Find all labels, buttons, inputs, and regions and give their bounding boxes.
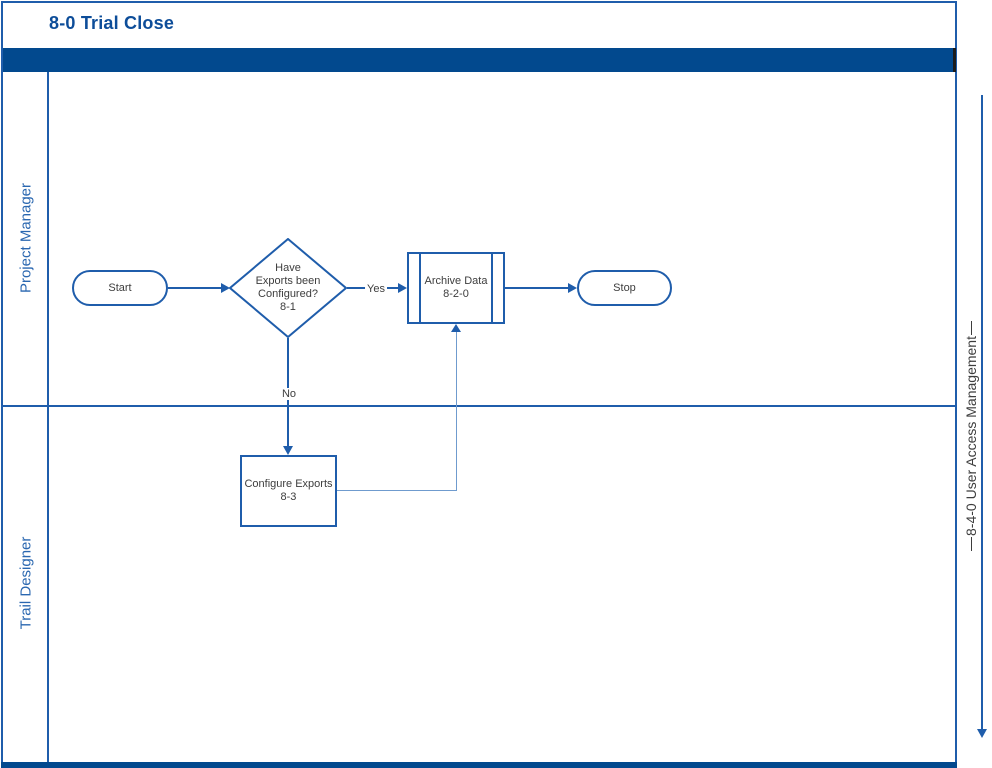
swimlane-divider [3, 405, 956, 407]
start-node: Start [72, 270, 168, 306]
page-title: 8-0 Trial Close [49, 13, 175, 33]
stop-node: Stop [577, 270, 672, 306]
annotation-label: 8-4-0 User Access Management [963, 320, 979, 552]
configure-node-label: Configure Exports 8-3 [244, 478, 333, 503]
arrowhead-icon [977, 729, 987, 738]
stop-node-label: Stop [613, 281, 636, 294]
lane-label-project-manager: Project Manager [17, 182, 35, 294]
diagram-frame [1, 1, 957, 765]
arrowhead-icon [283, 446, 293, 455]
subprocess-right-bar [491, 254, 493, 322]
edge-label-no: No [279, 388, 299, 400]
lane-label-column-divider [47, 72, 49, 762]
connector-start-to-decision [168, 287, 221, 289]
footer-bar [1, 762, 957, 768]
arrowhead-icon [398, 283, 407, 293]
archive-data-subprocess-node: Archive Data 8-2-0 [407, 252, 505, 324]
header-bar [3, 48, 956, 72]
connector-configure-to-archive-vertical [456, 332, 457, 491]
decision-node-label: Have Exports been Configured? 8-1 [255, 262, 321, 313]
annotation-arrow-line [981, 95, 983, 729]
configure-exports-node: Configure Exports 8-3 [240, 455, 337, 527]
connector-archive-to-stop [505, 287, 568, 289]
edge-label-yes: Yes [365, 283, 387, 295]
arrowhead-icon [451, 324, 461, 332]
subprocess-left-bar [419, 254, 421, 322]
decision-node-label-wrap: Have Exports been Configured? 8-1 [229, 238, 347, 338]
arrowhead-icon [568, 283, 577, 293]
arrowhead-icon [221, 283, 230, 293]
archive-node-label: Archive Data 8-2-0 [424, 275, 488, 300]
connector-configure-to-archive-horizontal [337, 490, 457, 491]
decision-node [229, 238, 347, 338]
lane-label-trail-designer: Trail Designer [17, 536, 35, 630]
start-node-label: Start [108, 281, 132, 294]
